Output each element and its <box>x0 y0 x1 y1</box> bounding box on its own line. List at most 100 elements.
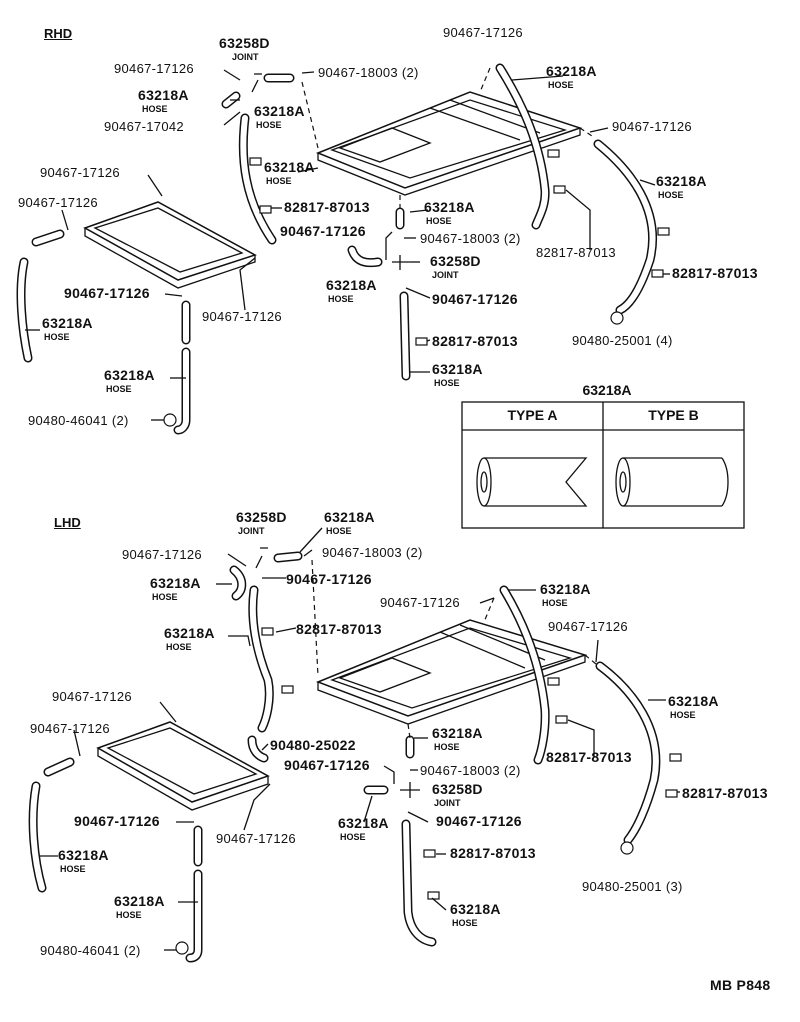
lhd-hose-right-word: HOSE <box>670 710 696 720</box>
rhd-clamp-mid-c: 90467-17126 <box>432 291 518 307</box>
lhd-hose-left-word: HOSE <box>60 864 86 874</box>
type-b-label: TYPE B <box>648 407 699 423</box>
rhd-hose-mid-word: HOSE <box>426 216 452 226</box>
rhd-hose-front-word: HOSE <box>266 176 292 186</box>
lhd-grommet-right <box>620 841 634 855</box>
rhd-sunroof-frame <box>315 91 583 196</box>
rhd-rear-frame <box>83 201 257 289</box>
lhd-joint-top-number: 63258D <box>236 509 287 525</box>
lhd-clamp-left-a: 90467-17126 <box>52 689 132 704</box>
rhd-hose-right-word: HOSE <box>658 190 684 200</box>
rhd-joint-mid-word: JOINT <box>432 270 459 280</box>
rhd-hose-left2-word: HOSE <box>106 384 132 394</box>
rhd-clamp-right: 90467-17126 <box>612 119 692 134</box>
rhd-hose-left2-number: 63218A <box>104 367 155 383</box>
lhd-hose-right-number: 63218A <box>668 693 719 709</box>
lhd-tag-upper: 82817-87013 <box>296 621 382 637</box>
rhd-hose-upper-word: HOSE <box>256 120 282 130</box>
rhd-joint-top-number: 63258D <box>219 35 270 51</box>
rhd-clamp-left-a: 90467-17126 <box>40 165 120 180</box>
lhd-hose-left2-word: HOSE <box>116 910 142 920</box>
rhd-clamp-rear-top: 90467-17126 <box>443 25 523 40</box>
rhd-hose-mid2-word: HOSE <box>328 294 354 304</box>
rhd-tag-mid: 82817-87013 <box>432 333 518 349</box>
rhd-hose-small-word: HOSE <box>142 104 168 114</box>
rhd-hose-small-number: 63218A <box>138 87 189 103</box>
type-a-label: TYPE A <box>507 407 558 423</box>
rhd-clamp-mid-b: 90467-18003 (2) <box>420 231 521 246</box>
rhd-grommet-left-label: 90480-46041 (2) <box>28 413 129 428</box>
lhd-hose-top-word: HOSE <box>326 526 352 536</box>
lhd-hose-mid-number: 63218A <box>432 725 483 741</box>
lhd-rear-frame <box>96 721 270 811</box>
rhd-clamp-17042: 90467-17042 <box>104 119 184 134</box>
lhd-hose-mid3-word: HOSE <box>452 918 478 928</box>
lhd-hose-top-number: 63218A <box>324 509 375 525</box>
rhd-tag-center: 82817-87013 <box>284 199 370 215</box>
lhd-clamp-mid-b: 90467-18003 (2) <box>420 763 521 778</box>
rhd-clamp-top-right: 90467-18003 (2) <box>318 65 419 80</box>
rhd-clamp-mid-a: 90467-17126 <box>280 223 366 239</box>
rhd-hose-front-number: 63218A <box>264 159 315 175</box>
rhd-hose-right-number: 63218A <box>656 173 707 189</box>
lhd-clamp-left-b: 90467-17126 <box>30 721 110 736</box>
footer-code: MB P848 <box>710 977 771 993</box>
lhd-hose-upper-number: 63218A <box>164 625 215 641</box>
lhd-grommet-left <box>175 941 189 955</box>
rhd-clamp-top-left: 90467-17126 <box>114 61 194 76</box>
rhd-tag-right: 82817-87013 <box>536 245 616 260</box>
lhd-tag-right2: 82817-87013 <box>682 785 768 801</box>
rhd-joint-mid-number: 63258D <box>430 253 481 269</box>
rhd-hose-upper-number: 63218A <box>254 103 305 119</box>
lhd-drawing <box>28 527 682 963</box>
rhd-hose-mid3-number: 63218A <box>432 361 483 377</box>
lhd-hose-mid3-number: 63218A <box>450 901 501 917</box>
lhd-joint-mid-word: JOINT <box>434 798 461 808</box>
lhd-hose-left-number: 63218A <box>58 847 109 863</box>
rhd-hose-mid3-word: HOSE <box>434 378 460 388</box>
rhd-clamp-left-c: 90467-17126 <box>64 285 150 301</box>
lhd-grommet-right-label: 90480-25001 (3) <box>582 879 683 894</box>
lhd-joint-top-word: JOINT <box>238 526 265 536</box>
lhd-clamp-top-right: 90467-18003 (2) <box>322 545 423 560</box>
lhd-clamp-top-b: 90467-17126 <box>286 571 372 587</box>
lhd-clamp-right: 90467-17126 <box>548 619 628 634</box>
rhd-grommet-right <box>610 311 624 325</box>
rhd-hose-mid2-number: 63218A <box>326 277 377 293</box>
lhd-section-label: LHD <box>54 515 81 530</box>
lhd-hose-small-word: HOSE <box>152 592 178 602</box>
rhd-hose-mid-number: 63218A <box>424 199 475 215</box>
lhd-hose-mid-word: HOSE <box>434 742 460 752</box>
rhd-hose-rear-right-word: HOSE <box>548 80 574 90</box>
lhd-hose-rear-number: 63218A <box>540 581 591 597</box>
lhd-clamp-rear: 90467-17126 <box>380 595 460 610</box>
rhd-hose-left-word: HOSE <box>44 332 70 342</box>
lhd-grommet-mid-label: 90480-25022 <box>270 737 356 753</box>
rhd-joint-top-word: JOINT <box>232 52 259 62</box>
lhd-hose-mid2-number: 63218A <box>338 815 389 831</box>
lhd-hose-mid2-word: HOSE <box>340 832 366 842</box>
lhd-hose-small-number: 63218A <box>150 575 201 591</box>
lhd-tag-mid: 82817-87013 <box>450 845 536 861</box>
rhd-hose-left-number: 63218A <box>42 315 93 331</box>
type-table <box>461 401 745 529</box>
rhd-grommet-right-label: 90480-25001 (4) <box>572 333 673 348</box>
lhd-hose-rear-word: HOSE <box>542 598 568 608</box>
lhd-grommet-left-label: 90480-46041 (2) <box>40 943 141 958</box>
lhd-clamp-left-c: 90467-17126 <box>74 813 160 829</box>
type-table-title: 63218A <box>582 382 632 398</box>
lhd-clamp-mid-a: 90467-17126 <box>284 757 370 773</box>
lhd-joint-mid-number: 63258D <box>432 781 483 797</box>
rhd-hose-rear-right-number: 63218A <box>546 63 597 79</box>
lhd-clamp-top-left: 90467-17126 <box>122 547 202 562</box>
lhd-clamp-left-d: 90467-17126 <box>216 831 296 846</box>
rhd-tag-right2: 82817-87013 <box>672 265 758 281</box>
rhd-drawing <box>16 63 670 435</box>
lhd-hose-left2-number: 63218A <box>114 893 165 909</box>
rhd-clamp-left-d: 90467-17126 <box>202 309 282 324</box>
rhd-clamp-left-b: 90467-17126 <box>18 195 98 210</box>
lhd-clamp-mid-c: 90467-17126 <box>436 813 522 829</box>
rhd-grommet-left <box>163 413 177 427</box>
lhd-hose-upper-word: HOSE <box>166 642 192 652</box>
